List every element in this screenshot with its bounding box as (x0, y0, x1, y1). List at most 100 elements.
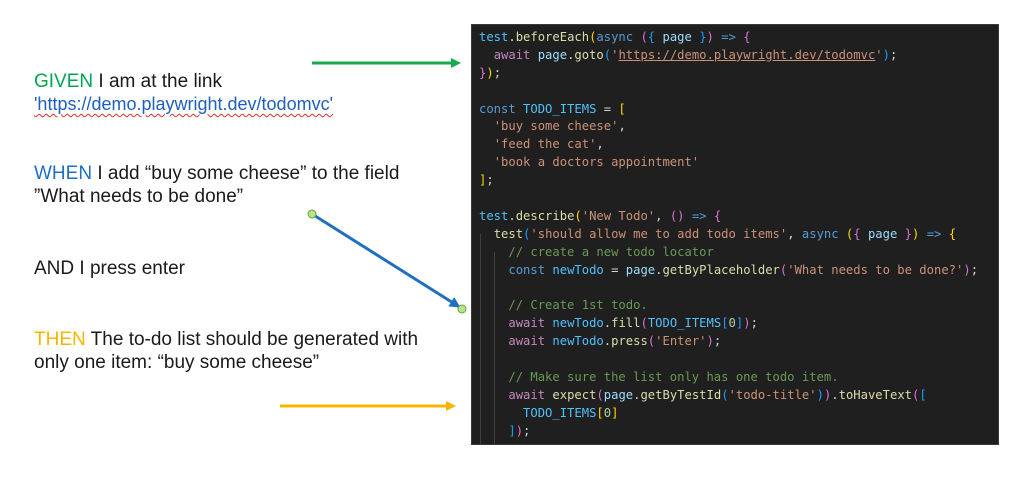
code-token: ; (486, 173, 494, 188)
code-token: const (508, 262, 546, 277)
code-token: await (493, 47, 531, 62)
code-token: getByPlaceholder (662, 262, 780, 277)
code-token: page (662, 30, 692, 44)
code-token: ; (493, 65, 502, 80)
code-token: TODO_ITEMS (647, 316, 722, 331)
code-token: https://demo.playwright.dev/todomvc (618, 47, 876, 62)
code-token: () (669, 208, 685, 223)
when-step: WHEN I add “buy some cheese” to the fiel… (34, 162, 434, 208)
code-line: await newTodo.fill(TODO_ITEMS[0]); (479, 315, 978, 333)
code-token: ) (706, 334, 714, 349)
code-token: 'feed the cat' (493, 137, 597, 152)
code-token: [ (596, 405, 604, 420)
code-token: page (603, 387, 634, 402)
code-token: ; (889, 47, 898, 62)
code-line: 'feed the cat', (479, 136, 978, 154)
code-line: ]; (479, 172, 978, 190)
code-token: ) (823, 387, 832, 402)
code-token: [ (721, 316, 729, 331)
code-token: . (567, 47, 575, 62)
code-token: ; (523, 423, 531, 438)
code-line: // create a new todo locator (479, 244, 978, 262)
code-token: toHaveText (838, 387, 912, 402)
code-token: ( (845, 226, 854, 241)
code-line: // Make sure the list only has one todo … (479, 369, 978, 387)
code-token: 'New Todo' (581, 208, 656, 223)
code-token: goto (574, 47, 604, 62)
code-token: { (853, 226, 861, 241)
code-token: await (508, 387, 546, 402)
code-token: . (603, 316, 612, 331)
code-line: // Create 1st todo. (479, 297, 978, 315)
code-token: ) (816, 387, 824, 402)
code-token: 'book a doctors appointment' (493, 155, 700, 170)
code-token: await (508, 334, 546, 349)
code-token: TODO_ITEMS (523, 101, 597, 116)
when-text: I add “buy some cheese” to the field ”Wh… (34, 163, 400, 207)
code-editor-panel: test.beforeEach(async ({ page }) => { aw… (471, 24, 999, 445)
code-line: await newTodo.press('Enter'); (479, 333, 978, 351)
code-token: page (537, 47, 568, 62)
code-token: await (508, 316, 546, 331)
code-token: ' (875, 47, 883, 62)
code-token: test (479, 208, 509, 223)
code-token: ; (713, 334, 722, 349)
then-keyword: THEN (34, 329, 86, 350)
code-token: fill (611, 316, 641, 331)
code-token: ) (882, 47, 890, 62)
code-token: ( (721, 387, 729, 402)
indent-guide (494, 252, 495, 444)
code-token: ) (706, 30, 714, 44)
then-text: The to-do list should be generated with … (34, 329, 419, 373)
code-token: ) (912, 226, 920, 241)
code-token: ) (515, 423, 524, 438)
code-token: describe (515, 208, 575, 223)
code-token: 0 (603, 405, 612, 420)
code-token: 'Enter' (655, 334, 707, 349)
code-token: , (787, 226, 802, 241)
and-step: AND I press enter (34, 257, 434, 280)
code-token: ( (912, 387, 920, 402)
code-token: } (699, 30, 707, 44)
code-token: , (596, 137, 604, 152)
code-token: } (479, 65, 487, 80)
code-token: page (625, 262, 656, 277)
code-token: . (633, 387, 641, 402)
code-token: async (596, 30, 634, 44)
code-token: ( (640, 30, 648, 44)
code-token: => (721, 30, 736, 44)
given-link-line: 'https://demo.playwright.dev/todomvc' (34, 93, 434, 116)
code-token: // Create 1st todo. (508, 298, 648, 313)
code-token: . (508, 208, 516, 223)
code-token: => (691, 208, 707, 223)
given-link[interactable]: 'https://demo.playwright.dev/todomvc' (34, 94, 334, 114)
code-line: const newTodo = page.getByPlaceholder('W… (479, 262, 978, 280)
when-arrow (311, 212, 461, 308)
code-token: , (655, 208, 670, 223)
code-token: ) (486, 65, 494, 80)
code-token: = (596, 101, 619, 116)
code-token: ( (574, 208, 582, 223)
given-keyword: GIVEN (34, 71, 94, 92)
code-token: ] (479, 173, 487, 188)
code-token: . (603, 334, 612, 349)
code-token: 'todo-title' (728, 387, 817, 402)
code-token: test (493, 226, 524, 241)
when-keyword: WHEN (34, 163, 93, 184)
code-token: ] (508, 423, 516, 438)
code-token: ; (970, 262, 979, 277)
code-token: { (713, 208, 722, 223)
code-token: // create a new todo locator (508, 244, 714, 259)
code-token: expect (552, 387, 597, 402)
code-token: 'What needs to be done?' (787, 262, 964, 277)
code-token: ] (611, 405, 619, 420)
code-token: ( (523, 226, 531, 241)
code-token: . (831, 387, 839, 402)
code-token: . (508, 30, 516, 44)
code-token: = (603, 262, 626, 277)
code-token: ( (589, 30, 597, 44)
code-token: async (801, 226, 839, 241)
code-line: const TODO_ITEMS = [ (479, 101, 978, 119)
code-token: { (743, 30, 751, 44)
code-token: newTodo (552, 334, 604, 349)
